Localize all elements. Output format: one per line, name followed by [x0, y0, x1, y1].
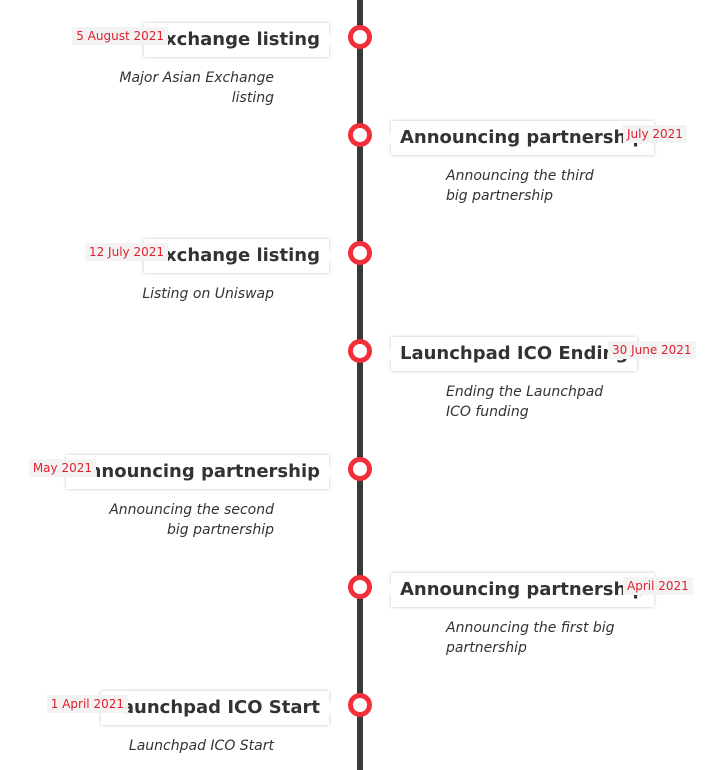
event-title: Launchpad ICO Ending: [384, 337, 638, 371]
event-description: Major Asian Exchange listing: [119, 70, 274, 106]
event-date: 12 July 2021: [84, 243, 168, 261]
timeline-event: Announcing partnership July 2021 Announc…: [0, 0, 728, 204]
timeline-event: Exchange listing 5 August 2021 Major Asi…: [0, 0, 728, 106]
timeline-marker-icon: [348, 457, 372, 481]
timeline-line: [357, 0, 363, 770]
timeline-marker-icon: [348, 25, 372, 49]
event-date: 5 August 2021: [72, 27, 168, 45]
event-date: July 2021: [623, 125, 687, 143]
timeline-marker-icon: [348, 123, 372, 147]
timeline-event: Launchpad ICO Start 1 April 2021 Launchp…: [0, 0, 728, 754]
event-title: Exchange listing: [143, 23, 336, 57]
event-title: Announcing partnership: [65, 455, 336, 489]
event-title: Announcing partnership: [384, 121, 655, 155]
event-description: Announcing the second big partnership: [109, 502, 274, 538]
event-description: Launchpad ICO Start: [128, 738, 274, 754]
event-description: Announcing the first big partnership: [446, 620, 615, 656]
timeline-event: Announcing partnership May 2021 Announci…: [0, 0, 728, 538]
event-description: Announcing the third big partnership: [446, 168, 594, 204]
timeline-marker-icon: [348, 693, 372, 717]
event-title: Exchange listing: [143, 239, 336, 273]
timeline-event: Exchange listing 12 July 2021 Listing on…: [0, 0, 728, 302]
event-date: May 2021: [28, 459, 96, 477]
event-date: 1 April 2021: [46, 695, 128, 713]
timeline-marker-icon: [348, 575, 372, 599]
timeline-marker-icon: [348, 241, 372, 265]
event-date: April 2021: [623, 577, 693, 595]
timeline-marker-icon: [348, 339, 372, 363]
event-title: Launchpad ICO Start: [101, 691, 335, 725]
event-description: Listing on Uniswap: [142, 286, 274, 302]
event-date: 30 June 2021: [608, 341, 696, 359]
event-description: Ending the Launchpad ICO funding: [446, 384, 604, 420]
event-title: Announcing partnership: [384, 573, 655, 607]
timeline-event: Launchpad ICO Ending 30 June 2021 Ending…: [0, 0, 728, 420]
timeline-event: Announcing partnership April 2021 Announ…: [0, 0, 728, 656]
